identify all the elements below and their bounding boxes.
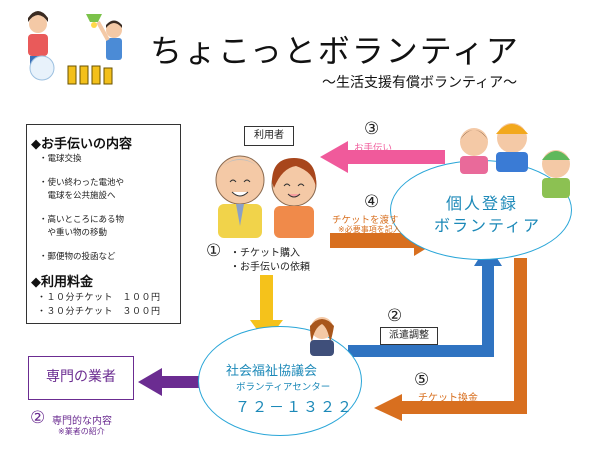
step-4-number: ④ (364, 192, 380, 212)
staff-illustration (310, 317, 334, 356)
arrow-ticket (330, 233, 418, 248)
step-2b-number: ② (30, 408, 46, 428)
step-4-note: ※必要事項を記入 (338, 225, 401, 234)
fee-heading: ◆利用料金 (31, 275, 93, 290)
council-phone: ７２－１３２２ (235, 398, 355, 416)
user-label: 利用者 (244, 126, 294, 146)
step-3-number: ③ (364, 119, 380, 139)
help-item: ・電球交換 (39, 154, 82, 164)
step-5-label: チケット換金 (418, 393, 478, 404)
step-2b-label: 専門的な内容 (52, 416, 112, 427)
council-label-line2: ボランティアセンター (236, 382, 331, 393)
council-circle (198, 326, 362, 436)
step-2b-note: ※業者の紹介 (58, 427, 105, 436)
help-item: ・高いところにある物 (39, 215, 125, 225)
step-5-number: ⑤ (414, 370, 430, 390)
users-illustration (215, 155, 317, 238)
help-item: 電球を公共施設へ (39, 191, 116, 201)
arrow-dispatch (348, 264, 494, 357)
step-3-label: お手伝い (354, 143, 393, 154)
help-item: や重い物の移動 (39, 228, 108, 238)
step-4-label: チケットを渡す (332, 215, 399, 226)
page-title: ちょこっとボランティア (150, 32, 520, 70)
arrow-help (345, 150, 445, 164)
lightbulb-illustration (28, 11, 122, 85)
council-label-line1: 社会福祉協議会 (226, 364, 318, 379)
volunteers-illustration (460, 123, 570, 198)
step-1-line2: ・お手伝いの依頼 (230, 262, 310, 273)
fee-item: ・１０分チケット １００円 (37, 293, 161, 303)
arrow-specialist-head (138, 368, 162, 396)
page-subtitle: ～生活支援有償ボランティア～ (322, 75, 518, 91)
arrow-exchange (400, 258, 527, 414)
specialist-box: 専門の業者 (28, 356, 134, 400)
arrow-request (260, 275, 273, 322)
fee-item: ・３０分チケット ３００円 (37, 307, 161, 317)
step-1-line1: ・チケット購入 (230, 248, 300, 259)
step-2-number: ② (387, 306, 403, 326)
info-box: ◆お手伝いの内容 ・電球交換 ・使い終わった電池や 電球を公共施設へ ・高いとこ… (26, 124, 181, 324)
help-item: ・郵便物の投函など (39, 252, 116, 262)
volunteer-label-line1: 個人登録 (446, 194, 519, 213)
volunteer-circle (390, 160, 572, 260)
help-heading: ◆お手伝いの内容 (31, 137, 132, 152)
step-2-label: 派遣調整 (380, 327, 438, 345)
step-1-number: ① (206, 241, 222, 261)
help-item: ・使い終わった電池や (39, 178, 125, 188)
volunteer-label-line2: ボランティア (434, 216, 542, 235)
arrow-help-head (320, 141, 348, 173)
arrow-exchange-head (374, 394, 402, 421)
